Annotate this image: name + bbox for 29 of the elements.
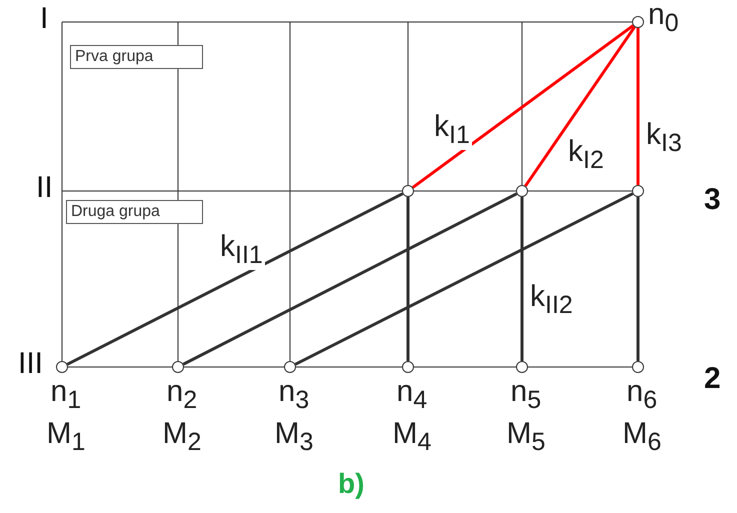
node-label: n$_{6}$ [626, 375, 658, 415]
node-label: n$_{2}$ [166, 375, 198, 415]
node-label: M$_{5}$ [506, 417, 546, 457]
connector-line [412, 24, 634, 189]
number-label: 2 [704, 362, 721, 396]
node-label: n$_{3}$ [278, 375, 310, 415]
connector-line [520, 197, 524, 361]
node-label: n$_{5}$ [510, 375, 542, 415]
caption: b) [338, 468, 364, 500]
node-label: M$_{4}$ [392, 417, 432, 457]
number-label: 3 [704, 183, 721, 217]
node-label: M$_{2}$ [162, 417, 202, 457]
node-label: M$_{3}$ [274, 417, 314, 457]
connector-line [524, 26, 636, 187]
node-label: M$_{6}$ [622, 417, 662, 457]
node-label: n$_{1}$ [50, 375, 82, 415]
connector-line [182, 192, 518, 366]
row-label: II [36, 171, 53, 205]
connector-line [406, 197, 410, 361]
row-label: III [18, 347, 44, 381]
connector-line [66, 192, 404, 366]
row-label: I [40, 2, 48, 36]
node-label: n$_{4}$ [396, 375, 428, 415]
group-label-box: Prva grupa [70, 45, 203, 69]
node-label: n$_{0}$ [648, 0, 679, 38]
group-label-box: Druga grupa [66, 200, 203, 224]
connector-line [636, 28, 640, 185]
node-label: M$_{1}$ [46, 417, 86, 457]
connector-line [636, 197, 640, 361]
